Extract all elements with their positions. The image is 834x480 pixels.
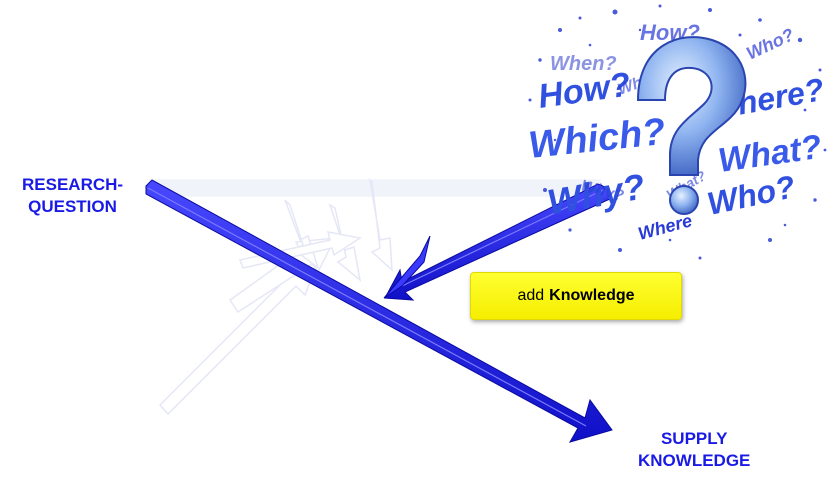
main-arrow <box>145 179 613 443</box>
cloud-dots <box>528 4 827 260</box>
research-question-label: RESEARCH- QUESTION <box>22 174 123 218</box>
cloud-word: Who? <box>704 168 798 222</box>
question-word-cloud: When? How? How? Which? Where? What? Who?… <box>527 4 827 260</box>
supply-knowledge-label: SUPPLY KNOWLEDGE <box>638 428 750 472</box>
question-mark-icon <box>636 36 747 215</box>
research-label-line1: RESEARCH- <box>22 175 124 194</box>
knowledge-box-prefix: add <box>517 287 545 304</box>
add-knowledge-box: add Knowledge <box>470 272 682 320</box>
cloud-word: Where <box>636 210 694 244</box>
faded-arrows <box>149 177 601 416</box>
supply-label-line1: SUPPLY <box>660 429 728 448</box>
cloud-word: Who? <box>743 24 797 63</box>
knowledge-box-emphasis: Knowledge <box>549 287 635 304</box>
cloud-word: When? <box>550 53 617 75</box>
cloud-word: Which? <box>527 111 668 167</box>
research-label-line2: QUESTION <box>28 197 117 216</box>
supply-label-line2: KNOWLEDGE <box>638 451 751 470</box>
knowledge-arrow <box>383 183 613 301</box>
